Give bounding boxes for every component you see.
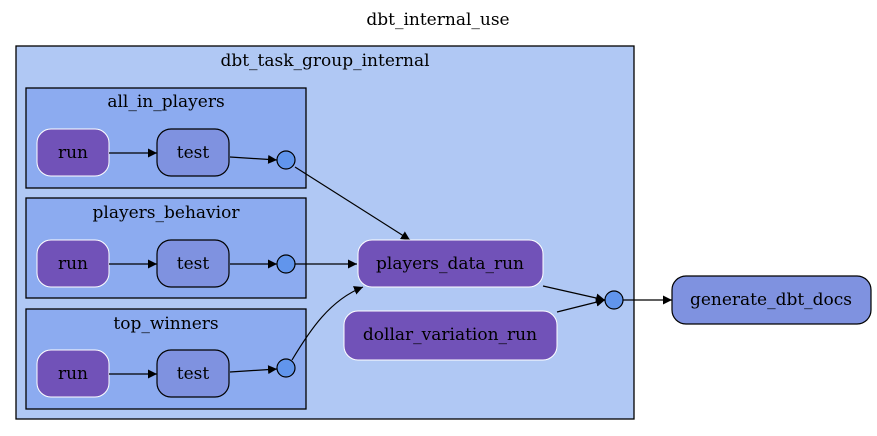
- subgroup-label-all-in-players: all_in_players: [107, 92, 225, 112]
- run-label-3: run: [57, 364, 89, 384]
- test-label-2: test: [176, 254, 210, 274]
- join-node-all-in-players[interactable]: [276, 150, 296, 170]
- edge-dvr-final-join: [556, 297, 606, 313]
- final-join-node[interactable]: [604, 290, 624, 310]
- join-node-top-winners[interactable]: [276, 358, 296, 378]
- edge-test-join-1: [229, 154, 278, 164]
- edge-pdr-final-join: [542, 285, 606, 303]
- subgroup-label-players-behavior: players_behavior: [92, 203, 240, 223]
- run-label-1: run: [57, 143, 89, 163]
- players-data-run-label: players_data_run: [376, 254, 524, 274]
- test-label-3: test: [176, 364, 210, 384]
- test-label-1: test: [176, 143, 210, 163]
- dollar-variation-run-node[interactable]: [343, 310, 558, 361]
- dollar-variation-run-label: dollar_variation_run: [362, 325, 538, 345]
- generate-dbt-docs-label: generate_dbt_docs: [689, 290, 853, 310]
- join-node-players-behavior[interactable]: [276, 254, 296, 274]
- edge-join-pdr-3: [291, 286, 364, 361]
- outer-group-label: dbt_task_group_internal: [220, 51, 430, 71]
- graph-title: dbt_internal_use: [366, 10, 510, 30]
- edge-join-pdr-1: [294, 166, 411, 241]
- edge-test-join-3: [229, 365, 278, 375]
- players-data-run-node[interactable]: [357, 239, 544, 288]
- run-label-2: run: [57, 254, 89, 274]
- generate-dbt-docs-node[interactable]: [671, 275, 872, 325]
- subgroup-label-top-winners: top_winners: [113, 314, 219, 334]
